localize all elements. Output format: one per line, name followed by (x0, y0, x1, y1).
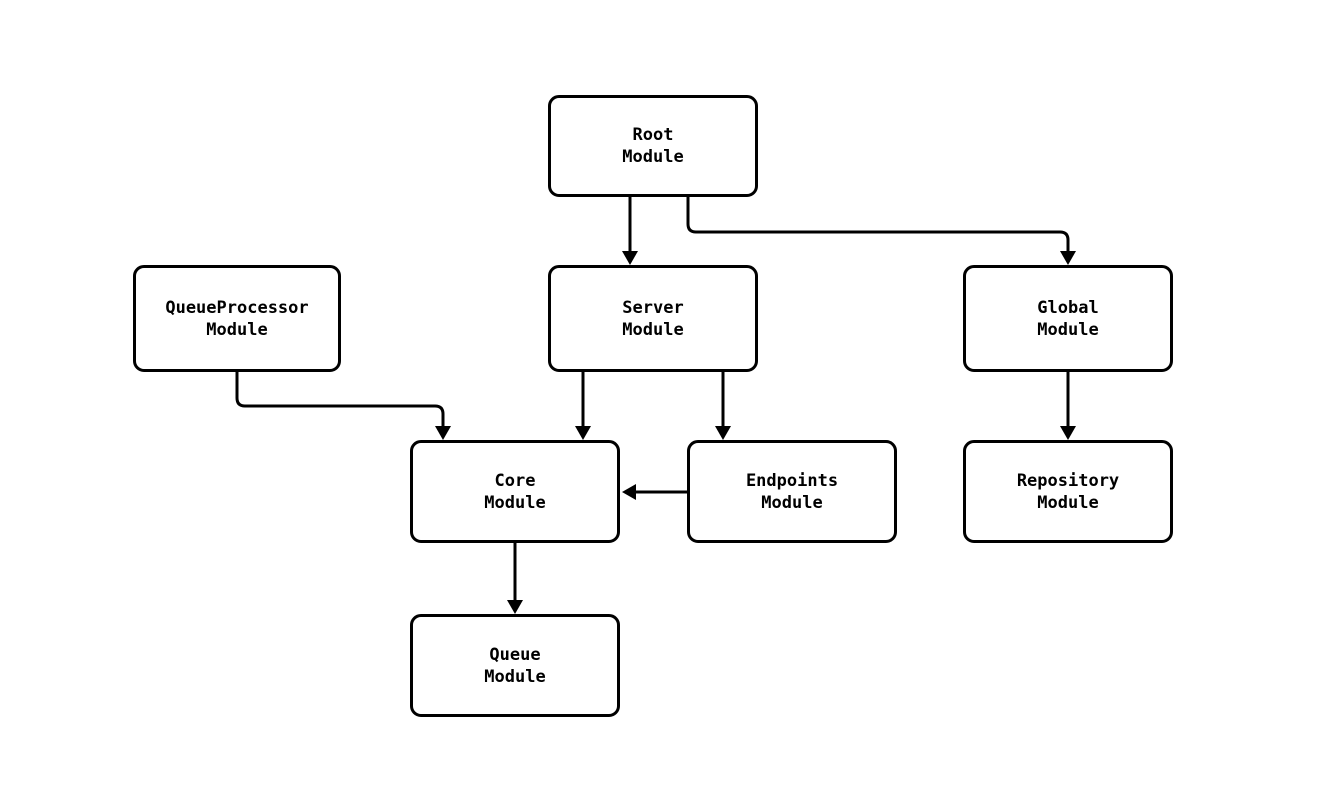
node-global[interactable]: Global Module (963, 265, 1173, 372)
arrowhead-server-endpoints (715, 426, 731, 440)
node-core[interactable]: Core Module (410, 440, 620, 543)
arrowhead-server-core (575, 426, 591, 440)
node-queueprocessor-line1: QueueProcessor (165, 297, 309, 318)
arrowhead-core-queue (507, 600, 523, 614)
arrowhead-root-server (622, 251, 638, 265)
node-root-line2: Module (622, 147, 684, 167)
node-server-line2: Module (622, 319, 684, 340)
node-endpoints-line1: Endpoints (745, 470, 839, 491)
node-queue-line2: Module (484, 666, 546, 687)
node-endpoints[interactable]: Endpoints Module (687, 440, 897, 543)
arrowhead-endpoints-core (622, 484, 636, 500)
node-server-line1: Server (622, 297, 684, 318)
node-queueprocessor[interactable]: QueueProcessor Module (133, 265, 341, 372)
edge-root-global (686, 197, 1070, 252)
node-endpoints-line2: Module (761, 492, 823, 513)
arrowhead-root-global (1060, 251, 1076, 265)
edges-group (235, 197, 1076, 614)
node-global-line2: Module (1037, 319, 1099, 340)
node-core-line1: Core (494, 470, 536, 491)
arrowhead-global-repository (1060, 426, 1076, 440)
node-queue[interactable]: Queue Module (410, 614, 620, 717)
node-queueprocessor-line2: Module (206, 319, 268, 340)
node-server[interactable]: Server Module (548, 265, 758, 372)
node-repository[interactable]: Repository Module (963, 440, 1173, 543)
node-repository-line1: Repository (1016, 470, 1120, 491)
node-repository-line2: Module (1037, 492, 1099, 513)
arrowhead-queueprocessor-core (435, 426, 451, 440)
node-root-line1: Root (632, 125, 674, 145)
node-core-line2: Module (484, 492, 546, 513)
node-root[interactable]: Root Module (548, 95, 758, 197)
node-queue-line1: Queue (489, 644, 541, 665)
node-global-line1: Global (1037, 297, 1099, 318)
edge-queueprocessor-core (235, 372, 445, 427)
